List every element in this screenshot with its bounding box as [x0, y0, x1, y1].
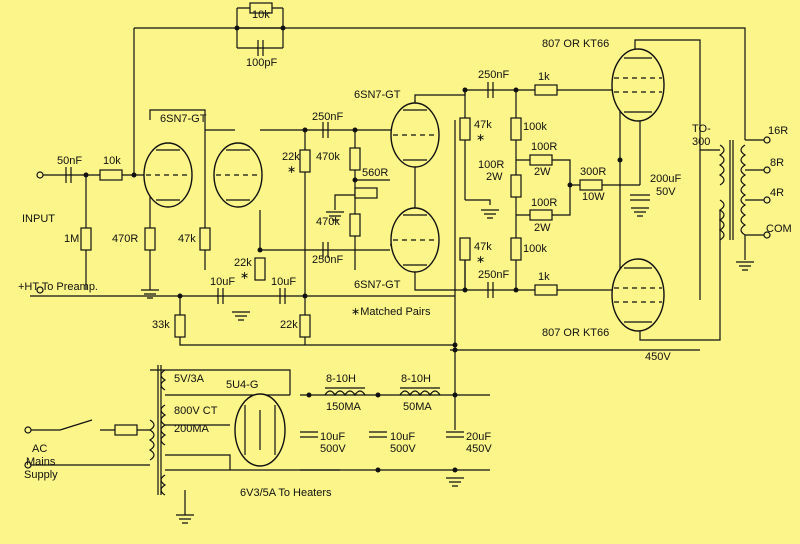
label-r-470k-b: 470k [316, 216, 340, 228]
label-c-psu-a: 10uF [320, 431, 345, 443]
terminals [24, 136, 771, 469]
label-r-100k-b: 100k [523, 243, 547, 255]
label-star-d: ∗ [476, 254, 485, 266]
label-c-10u-b: 10uF [271, 276, 296, 288]
label-psu-200ma: 200MA [174, 423, 210, 435]
label-r-1m: 1M [64, 233, 79, 245]
capacitor-symbols [65, 40, 650, 438]
label-choke-b: 8-10H [401, 373, 431, 385]
label-c-250-a: 250nF [312, 111, 343, 123]
label-c-250-c: 250nF [478, 69, 509, 81]
label-out-com: COM [766, 223, 792, 235]
label-input: INPUT [22, 213, 55, 225]
label-out-4r: 4R [770, 187, 784, 199]
tube-v1b [213, 142, 263, 208]
label-r-1k-b: 1k [538, 271, 550, 283]
label-tx-out-a: TO- [692, 123, 711, 135]
output-transformer [718, 140, 747, 241]
ground-symbols [141, 207, 754, 524]
label-tube-out-bottom: 807 OR KT66 [542, 327, 609, 339]
tube-v1a [143, 142, 193, 208]
label-r-in: 10k [103, 155, 121, 167]
label-psu-800v: 800V CT [174, 405, 218, 417]
label-r-22k-b: 22k [234, 257, 252, 269]
label-tube-v2-bottom: 6SN7-GT [354, 279, 401, 291]
label-r-fb: 10k [252, 9, 270, 21]
label-c-200u-v: 50V [656, 186, 676, 198]
label-r-470k-a: 470k [316, 151, 340, 163]
label-star-a: ∗ [287, 164, 296, 176]
label-r-47k-b: 47k [474, 119, 492, 131]
label-out-16r: 16R [768, 125, 788, 137]
label-tx-out-b: 300 [692, 136, 710, 148]
label-r-100k-a: 100k [523, 121, 547, 133]
label-r-33k: 33k [152, 319, 170, 331]
tube-output-bottom [611, 258, 665, 332]
label-c-250-d: 250nF [478, 269, 509, 281]
label-out-8r: 8R [770, 157, 784, 169]
tube-v2-top [390, 102, 440, 168]
label-r-100r-b: 100R [531, 197, 557, 209]
label-c-psu-c: 20uF [466, 431, 491, 443]
label-choke-b-current: 50MA [403, 401, 432, 413]
label-r-22k-a: 22k [282, 151, 300, 163]
label-heaters: 6V3/5A To Heaters [240, 487, 332, 499]
label-ac-a: AC [32, 443, 47, 455]
label-matched-pairs: ∗Matched Pairs [351, 306, 431, 318]
label-star-c: ∗ [476, 132, 485, 144]
label-c-psu-b: 10uF [390, 431, 415, 443]
label-c-fb: 100pF [246, 57, 277, 69]
tube-output-top [611, 48, 665, 122]
choke-150ma [324, 387, 366, 397]
label-c-10u-a: 10uF [210, 276, 235, 288]
label-choke-a-current: 150MA [326, 401, 362, 413]
label-tube-v1: 6SN7-GT [160, 113, 207, 125]
tube-v2-bottom [390, 207, 440, 273]
label-c-psu-b-v: 500V [390, 443, 416, 455]
label-c-250-b: 250nF [312, 254, 343, 266]
label-v-450: 450V [645, 351, 671, 363]
junction-dots [83, 25, 623, 473]
component-labels: 10k 100pF 50nF 10k INPUT 1M 470R 47k 6SN… [18, 9, 792, 499]
label-c-in: 50nF [57, 155, 82, 167]
label-rectifier: 5U4-G [226, 379, 258, 391]
label-r-22k-c: 22k [280, 319, 298, 331]
label-r-47k-a: 47k [178, 233, 196, 245]
label-r-470r: 470R [112, 233, 138, 245]
mains-transformer [148, 365, 167, 496]
label-tube-v2-top: 6SN7-GT [354, 89, 401, 101]
label-c-psu-a-v: 500V [320, 443, 346, 455]
label-c-200u: 200uF [650, 173, 681, 185]
label-c-psu-c-v: 450V [466, 443, 492, 455]
choke-50ma [399, 387, 441, 397]
label-ac-b: Mains [26, 456, 56, 468]
label-star-b: ∗ [240, 270, 249, 282]
tube-rectifier [234, 393, 286, 467]
label-r-47k-c: 47k [474, 241, 492, 253]
label-r-100r-pot: 100R [478, 159, 504, 171]
label-psu-5v: 5V/3A [174, 373, 205, 385]
mains-switch [59, 419, 93, 431]
label-r-1k-a: 1k [538, 71, 550, 83]
label-ac-c: Supply [24, 469, 58, 481]
label-r-100r-pot-w: 2W [486, 171, 503, 183]
label-r-100r-b-w: 2W [534, 222, 551, 234]
resistor-symbols [80, 2, 603, 436]
label-r-300r-w: 10W [582, 191, 605, 203]
label-tube-out-top: 807 OR KT66 [542, 38, 609, 50]
label-r-300r: 300R [580, 166, 606, 178]
label-r-100r-a: 100R [531, 141, 557, 153]
label-r-560r: 560R [362, 167, 388, 179]
label-r-100r-a-w: 2W [534, 166, 551, 178]
label-ht-preamp: +HT To Preamp. [18, 281, 98, 293]
label-choke-a: 8-10H [326, 373, 356, 385]
